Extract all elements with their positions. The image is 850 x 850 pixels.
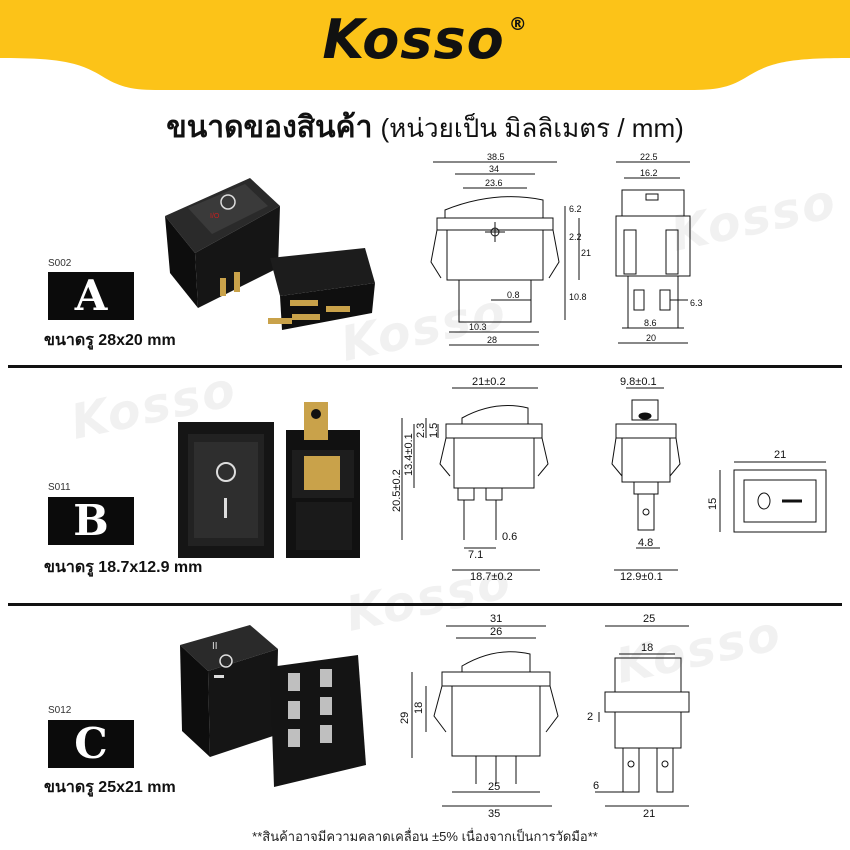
dim-label: 1.5 bbox=[428, 423, 440, 438]
switch-photo-b bbox=[178, 402, 360, 558]
dim-label: 25 bbox=[488, 781, 500, 793]
switch-photo-a: I/O bbox=[165, 178, 375, 330]
dim-label: 12.9±0.1 bbox=[620, 571, 663, 583]
dim-label: 2.3 bbox=[415, 423, 427, 438]
product-letter-badge: B bbox=[48, 497, 134, 545]
page-title: ขนาดของสินค้า(หน่วยเป็น มิลลิเมตร / mm) bbox=[0, 104, 850, 151]
title-main: ขนาดของสินค้า bbox=[166, 111, 373, 144]
side-view-drawing-c: 25 18 2 6 21 bbox=[587, 613, 690, 818]
dim-label: 6 bbox=[593, 780, 599, 792]
dim-label: 35 bbox=[488, 808, 500, 818]
footer-note: **สินค้าอาจมีความคลาดเคลื่อน ±5% เนื่องจ… bbox=[252, 829, 598, 844]
dim-label: 10.3 bbox=[469, 322, 487, 332]
front-view-drawing-a: 38.5 34 23.6 6.2 2.2 21 10.8 0.8 10.3 28 bbox=[430, 152, 591, 346]
product-code: S012 bbox=[48, 705, 72, 716]
dim-label: 8.6 bbox=[644, 318, 657, 328]
dim-label: 22.5 bbox=[640, 152, 658, 162]
dim-label: 13.4±0.1 bbox=[403, 433, 415, 476]
product-letter-badge: A bbox=[48, 272, 134, 320]
side-view-drawing-a: 22.5 16.2 6.3 8.6 20 bbox=[615, 152, 703, 344]
dim-label: 4.8 bbox=[638, 537, 653, 549]
dim-label: 15 bbox=[707, 498, 719, 510]
dim-label: 18.7±0.2 bbox=[470, 571, 513, 583]
dim-label: 10.8 bbox=[569, 292, 587, 302]
dim-label: 23.6 bbox=[485, 178, 503, 188]
trademark-symbol: ® bbox=[508, 14, 528, 35]
dim-label: 21 bbox=[581, 248, 591, 258]
brand-logo: Kosso® bbox=[0, 8, 850, 71]
dim-label: 29 bbox=[399, 712, 411, 724]
title-unit: (หน่วยเป็น มิลลิเมตร / mm) bbox=[380, 113, 684, 143]
dim-label: 18 bbox=[413, 702, 425, 714]
dim-label: 16.2 bbox=[640, 168, 658, 178]
hole-size: ขนาดรู 25x21 mm bbox=[44, 779, 176, 796]
dim-label: 28 bbox=[487, 335, 497, 345]
svg-text:I/O: I/O bbox=[210, 213, 220, 220]
top-view-drawing-b: 21 15 bbox=[707, 449, 827, 533]
hole-size: ขนาดรู 18.7x12.9 mm bbox=[44, 559, 203, 576]
switch-photo-c: II bbox=[180, 625, 366, 787]
dim-label: 0.6 bbox=[502, 531, 517, 543]
brand-name: Kosso bbox=[322, 8, 505, 71]
dim-label: 0.8 bbox=[507, 290, 520, 300]
dim-label: 6.2 bbox=[569, 204, 582, 214]
front-view-drawing-c: 31 26 29 18 25 35 bbox=[399, 613, 559, 818]
product-code: S011 bbox=[48, 482, 71, 493]
dim-label: 9.8±0.1 bbox=[620, 376, 657, 388]
dim-label: 21±0.2 bbox=[472, 376, 506, 388]
brand-banner bbox=[0, 0, 850, 90]
product-letter-badge: C bbox=[48, 720, 134, 768]
product-code: S002 bbox=[48, 258, 72, 269]
section-divider bbox=[8, 603, 842, 606]
dim-label: 25 bbox=[643, 613, 655, 625]
svg-text:II: II bbox=[212, 641, 218, 652]
dim-label: 21 bbox=[643, 808, 655, 818]
front-view-drawing-b: 21±0.2 20.5±0.2 13.4±0.1 2.3 1.5 0.6 7.1… bbox=[391, 376, 549, 583]
section-divider bbox=[8, 365, 842, 368]
dim-label: 26 bbox=[490, 626, 502, 638]
dim-label: 20 bbox=[646, 333, 656, 343]
dim-label: 31 bbox=[490, 613, 502, 625]
dim-label: 38.5 bbox=[487, 152, 505, 162]
dim-label: 34 bbox=[489, 164, 499, 174]
dim-label: 18 bbox=[641, 642, 653, 654]
dim-label: 6.3 bbox=[690, 298, 703, 308]
dim-label: 7.1 bbox=[468, 549, 483, 561]
side-view-drawing-b: 9.8±0.1 4.8 12.9±0.1 bbox=[611, 376, 681, 583]
dim-label: 2 bbox=[587, 711, 593, 723]
dim-label: 2.2 bbox=[569, 232, 582, 242]
dim-label: 21 bbox=[774, 449, 786, 461]
dim-label: 20.5±0.2 bbox=[391, 469, 403, 512]
hole-size: ขนาดรู 28x20 mm bbox=[44, 332, 176, 349]
